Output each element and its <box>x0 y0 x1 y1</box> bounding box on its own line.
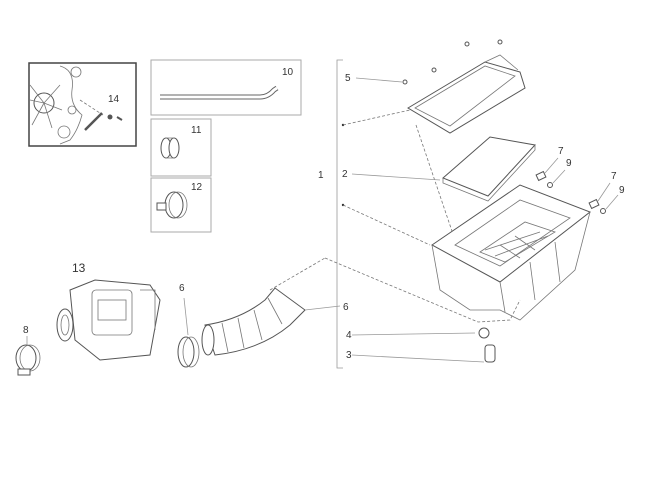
engine-case-drawing <box>29 65 123 145</box>
callout-7: 7 <box>558 146 564 157</box>
callout-3: 3 <box>346 350 352 361</box>
clip-and-nut-set[interactable] <box>535 157 619 214</box>
inset-part-12[interactable]: 12 <box>150 177 212 233</box>
callout-6: 6 <box>179 283 185 294</box>
callout-4: 4 <box>346 330 352 341</box>
callout-9: 9 <box>566 158 572 169</box>
filter-box-body[interactable] <box>324 184 592 323</box>
callout-7: 7 <box>611 171 617 182</box>
throttle-clamp[interactable] <box>15 336 41 376</box>
callout-10: 10 <box>282 67 294 78</box>
assembly-bracket-1: 1 <box>318 59 345 369</box>
filter-box-lid[interactable] <box>342 39 526 241</box>
callout-8: 8 <box>23 325 29 336</box>
callout-9: 9 <box>619 185 625 196</box>
inset-frame <box>150 118 212 177</box>
inset-frame <box>150 59 302 116</box>
screw <box>402 79 408 85</box>
inset-frame <box>150 177 212 233</box>
callout-13: 13 <box>72 261 86 275</box>
inset-part-14[interactable]: 14 <box>28 62 137 147</box>
intake-duct[interactable] <box>201 257 341 356</box>
inset-part-11[interactable]: 11 <box>150 118 212 177</box>
air-filter-element[interactable] <box>442 136 536 202</box>
callout-14: 14 <box>108 94 120 105</box>
callout-5: 5 <box>345 73 351 84</box>
hose-clamp <box>164 191 184 219</box>
drain-clamp[interactable] <box>351 327 490 339</box>
drain-plug[interactable] <box>351 344 496 363</box>
callout-2: 2 <box>342 169 348 180</box>
duct-clamp[interactable] <box>177 297 200 368</box>
callout-11: 11 <box>191 125 202 136</box>
callout-1: 1 <box>318 170 324 181</box>
inset-part-10[interactable]: 10 <box>150 59 302 116</box>
callout-12: 12 <box>191 182 203 193</box>
callout-6: 6 <box>343 302 349 313</box>
throttle-body[interactable] <box>56 279 161 361</box>
